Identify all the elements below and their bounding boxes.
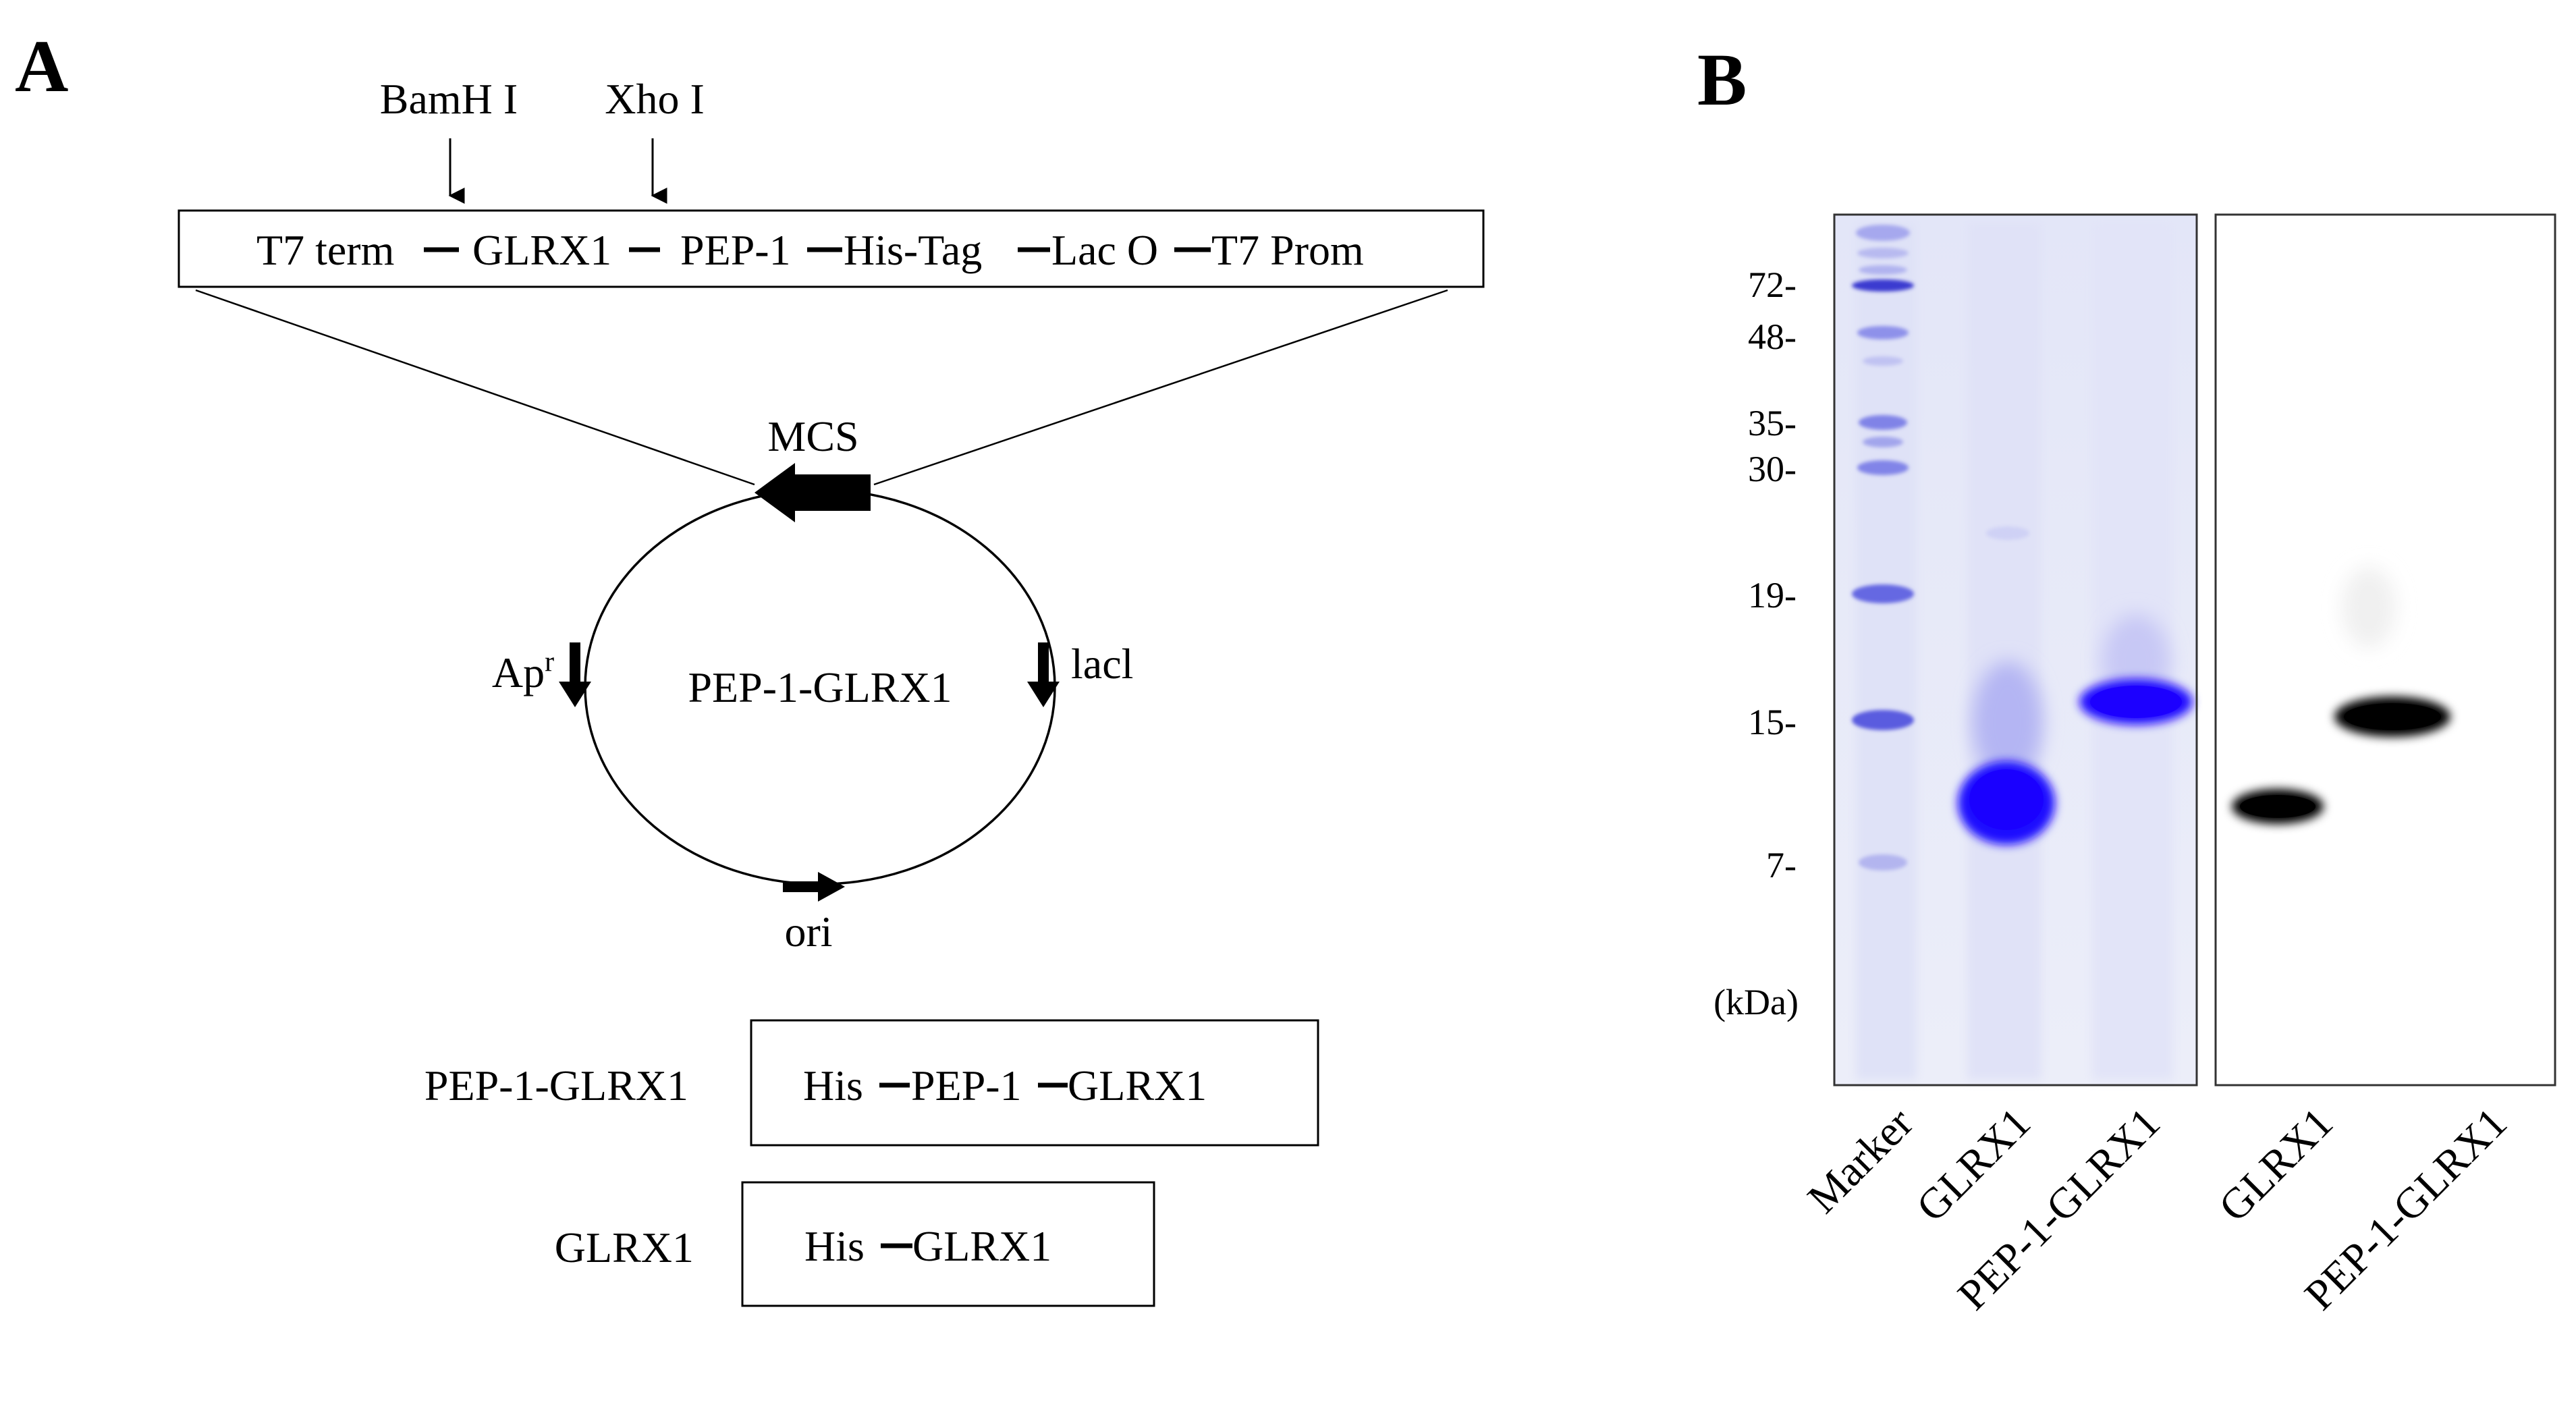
protein-name-pep1-glrx1: PEP-1-GLRX1 <box>424 1062 688 1109</box>
marker-band <box>1859 265 1907 275</box>
marker-lane-bands <box>1852 225 1914 871</box>
blot-band-pep1-glrx1-core <box>2344 703 2441 730</box>
marker-tick-label-15: 15- <box>1748 702 1797 742</box>
marker-band <box>1856 225 1910 241</box>
zoom-line-right <box>873 289 1448 486</box>
mcs-label: MCS <box>767 412 858 460</box>
bamhi-site-label: BamH I <box>380 75 518 123</box>
gel-lane-smear <box>1967 223 2041 1080</box>
construct-part-his-tag: His-Tag <box>844 226 982 274</box>
protein-box-glrx1 <box>741 1181 1155 1307</box>
marker-band <box>1857 460 1909 475</box>
xhoi-site-label: Xho I <box>605 75 705 123</box>
gel-border <box>1833 213 2198 1086</box>
unit-label: (kDa) <box>1714 982 1799 1022</box>
marker-band <box>1857 326 1909 339</box>
lane-label-blot-glrx1: GLRX1 <box>2210 1099 2342 1231</box>
marker-tick-label-35: 35- <box>1748 403 1797 443</box>
marker-band <box>1852 279 1914 292</box>
gel-faint-band <box>1986 526 2029 540</box>
construct-part-pep1: PEP-1 <box>680 226 791 274</box>
panel-b-label: B <box>1697 38 1747 121</box>
marker-tick-label-48: 48- <box>1748 317 1797 357</box>
lane-label-marker: Marker <box>1799 1099 1922 1222</box>
gel-smear <box>1973 661 2043 783</box>
western-blot <box>2214 213 2556 1086</box>
ori-label: ori <box>784 908 832 956</box>
mcs-arrow-icon <box>755 463 871 522</box>
marker-band <box>1863 356 1903 366</box>
blot-band-glrx1-core <box>2240 795 2315 818</box>
panel-a: A BamH I Xho I T7 term GLRX1 PEP-1 His-T… <box>15 25 1485 1307</box>
marker-band <box>1852 710 1914 730</box>
apr-arrow-icon <box>559 642 591 707</box>
panel-b: B 72- 48- 35- 30- 19- 15- 7- (kDa) <box>1697 38 2556 1319</box>
coomassie-gel <box>1833 213 2198 1086</box>
marker-tick-label-30: 30- <box>1748 449 1797 489</box>
marker-band <box>1852 584 1914 603</box>
marker-band <box>1859 854 1907 871</box>
lacl-label: lacl <box>1071 640 1133 688</box>
plasmid-name: PEP-1-GLRX1 <box>688 663 952 711</box>
gel-band-pep1-glrx1-core <box>2090 686 2182 718</box>
blot-faint-smear <box>2342 567 2396 648</box>
protein-part-his: His <box>803 1062 863 1109</box>
construct-part-glrx1: GLRX1 <box>472 226 611 274</box>
protein-part-glrx1: GLRX1 <box>1068 1062 1207 1109</box>
marker-tick-label-19: 19- <box>1748 575 1797 615</box>
marker-tick-label-72: 72- <box>1748 265 1797 305</box>
marker-band <box>1859 415 1907 430</box>
protein-name-glrx1: GLRX1 <box>555 1223 694 1271</box>
protein-box-pep1-glrx1 <box>750 1019 1319 1147</box>
gel-lane-smear <box>1856 223 1917 1080</box>
zoom-line-left <box>195 289 755 486</box>
protein-part-glrx1: GLRX1 <box>912 1222 1051 1270</box>
gel-lane-glrx1 <box>1958 526 2055 845</box>
protein-part-pep1: PEP-1 <box>911 1062 1022 1109</box>
marker-tick-label-7: 7- <box>1766 845 1797 885</box>
blot-background <box>2216 215 2555 1085</box>
construct-part-t7-term: T7 term <box>256 226 394 274</box>
marker-band <box>1857 248 1909 258</box>
marker-scale: 72- 48- 35- 30- 19- 15- 7- (kDa) <box>1714 265 1799 1022</box>
gel-lane-pep1-glrx1 <box>2079 614 2193 725</box>
protein-part-his: His <box>804 1222 865 1270</box>
blot-border <box>2214 213 2556 1086</box>
ori-arrow-icon <box>783 872 845 902</box>
lacl-arrow-icon <box>1027 642 1060 707</box>
marker-band <box>1863 437 1903 447</box>
gel-band-glrx1-core <box>1969 769 2044 830</box>
lane-label-gel-glrx1: GLRX1 <box>1907 1099 2039 1231</box>
lane-labels: Marker GLRX1 PEP-1-GLRX1 GLRX1 PEP-1-GLR… <box>1799 1099 2516 1319</box>
panel-a-label: A <box>15 25 68 107</box>
apr-label: Apr <box>492 647 554 696</box>
construct-part-t7-prom: T7 Prom <box>1211 226 1364 274</box>
construct-part-lac-o: Lac O <box>1051 226 1158 274</box>
construct-box <box>177 209 1485 288</box>
